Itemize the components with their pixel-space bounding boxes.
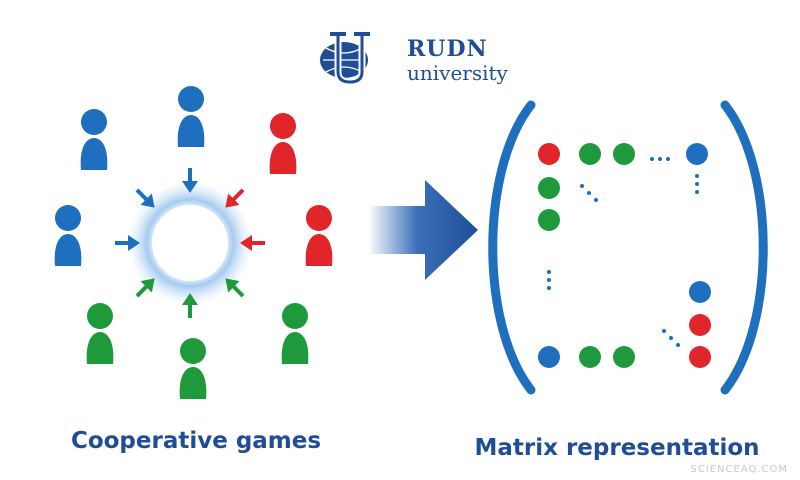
blue-matrix-entry — [538, 346, 560, 368]
right-parenthesis — [720, 100, 768, 395]
red-inward-arrow-icon — [225, 188, 245, 208]
cooperative-games-illustration — [54, 86, 333, 399]
blue-inward-arrow-icon — [182, 168, 198, 193]
matrix-illustration — [488, 100, 768, 395]
blue-inward-arrow-icon — [115, 235, 140, 251]
green-player-pawn-icon — [179, 338, 207, 399]
ellipsis-dot — [695, 190, 699, 194]
green-inward-arrow-icon — [225, 278, 245, 298]
caption-matrix-representation: Matrix representation — [474, 435, 759, 461]
ellipsis-dot — [547, 270, 551, 274]
green-inward-arrow-icon — [135, 278, 155, 298]
caption-cooperative-games: Cooperative games — [71, 428, 321, 454]
ellipsis-dot — [695, 182, 699, 186]
coalition-circle — [152, 205, 228, 281]
ellipsis-dot — [580, 184, 584, 188]
green-matrix-entry — [613, 346, 635, 368]
ellipsis-dot — [650, 157, 654, 161]
green-matrix-entry — [579, 143, 601, 165]
green-inward-arrow-icon — [182, 293, 198, 318]
green-player-pawn-icon — [86, 303, 114, 364]
red-player-pawn-icon — [269, 113, 297, 174]
logo-line2: university — [407, 61, 509, 85]
blue-matrix-entry — [686, 143, 708, 165]
rudn-logo: RUDN university — [320, 32, 509, 86]
green-matrix-entry — [538, 209, 560, 231]
rudn-emblem-icon — [320, 32, 370, 86]
blue-inward-arrow-icon — [135, 188, 155, 208]
red-matrix-entry — [538, 143, 560, 165]
ellipsis-dot — [547, 286, 551, 290]
red-player-pawn-icon — [305, 205, 333, 266]
player-pawns — [54, 86, 333, 399]
ellipsis-dot — [594, 198, 598, 202]
ellipsis-dot — [658, 157, 662, 161]
ellipsis-dot — [676, 343, 680, 347]
blue-player-pawn-icon — [54, 205, 82, 266]
red-matrix-entry — [689, 346, 711, 368]
green-matrix-entry — [613, 143, 635, 165]
ellipsis-dot — [669, 336, 673, 340]
watermark: SCIENCEAQ.COM — [690, 464, 788, 475]
green-player-pawn-icon — [281, 303, 309, 364]
ellipsis-dot — [666, 157, 670, 161]
ellipsis-dot — [547, 278, 551, 282]
green-matrix-entry — [579, 346, 601, 368]
blue-player-pawn-icon — [177, 86, 205, 147]
logo-line1: RUDN — [407, 36, 488, 62]
red-inward-arrow-icon — [240, 235, 265, 251]
green-matrix-entry — [538, 177, 560, 199]
transform-arrow-icon — [368, 180, 478, 280]
ellipsis-dot — [587, 191, 591, 195]
ellipsis-dot — [662, 329, 666, 333]
blue-matrix-entry — [689, 281, 711, 303]
blue-player-pawn-icon — [80, 109, 108, 170]
ellipsis-dot — [695, 174, 699, 178]
red-matrix-entry — [689, 314, 711, 336]
matrix-entries — [538, 143, 711, 368]
left-parenthesis — [488, 100, 536, 395]
inward-arrows — [115, 168, 265, 318]
